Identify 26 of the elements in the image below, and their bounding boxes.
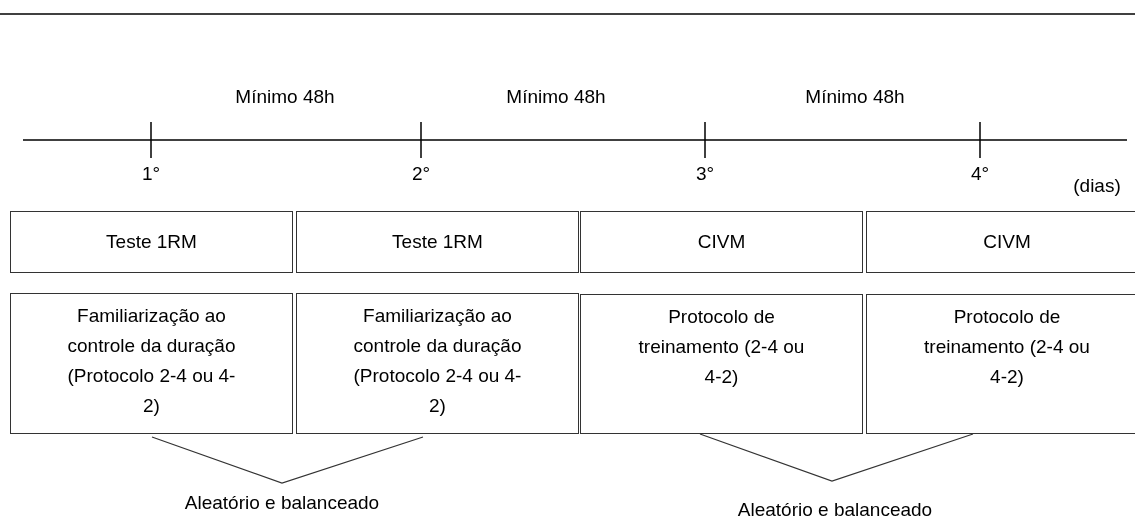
group-note: Aleatório e balanceado <box>737 499 933 521</box>
test-box <box>866 211 1135 273</box>
day-number: 2° <box>411 163 431 185</box>
box-text: Protocolo de treinamento (2-4 ou 4-2) <box>923 305 1091 389</box>
box-text: Teste 1RM <box>392 230 483 254</box>
box-text: Familiarização ao controle da duração (Protocolo 2-4 ou 4-2) <box>66 304 237 418</box>
interval-label: Mínimo 48h <box>506 86 606 108</box>
day-number: 4° <box>970 163 990 185</box>
test-box <box>580 211 863 273</box>
day-number: 1° <box>141 163 161 185</box>
box-text: CIVM <box>983 230 1031 254</box>
session-box <box>866 294 1135 434</box>
box-text: Teste 1RM <box>106 230 197 254</box>
day-number: 3° <box>695 163 715 185</box>
test-box <box>296 211 579 273</box>
box-text: CIVM <box>697 230 746 254</box>
box-text: Protocolo de treinamento (2-4 ou 4-2) <box>637 305 806 389</box>
unit-label: (dias) <box>1073 175 1121 197</box>
session-box <box>10 293 293 434</box>
group-note: Aleatório e balanceado <box>184 492 380 514</box>
interval-label: Mínimo 48h <box>235 86 335 108</box>
session-box <box>580 294 863 434</box>
session-box <box>296 293 579 434</box>
test-box <box>10 211 293 273</box>
box-text: Familiarização ao controle da duração (Protocolo 2-4 ou 4-2) <box>352 304 523 418</box>
interval-label: Mínimo 48h <box>805 86 905 108</box>
